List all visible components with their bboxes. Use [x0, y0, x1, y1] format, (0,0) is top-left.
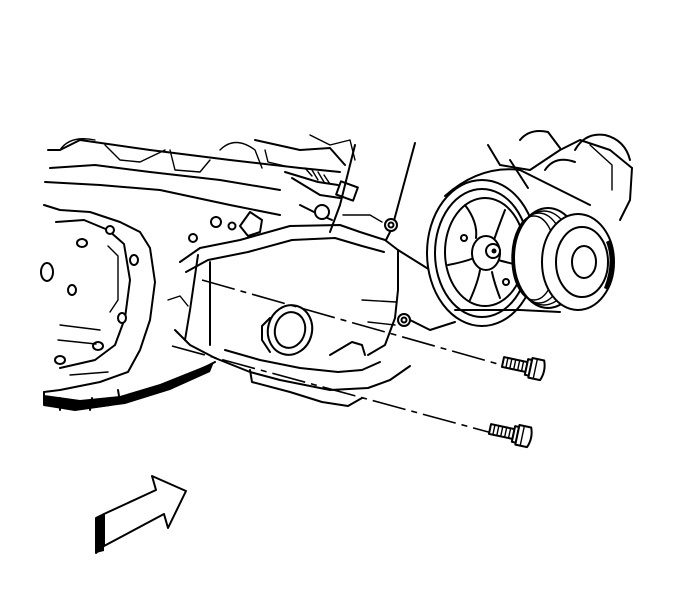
bolt-icon	[500, 356, 546, 382]
lower-alignment-line	[171, 345, 493, 434]
alignment-lines	[171, 279, 506, 434]
front-direction-arrow	[95, 475, 187, 554]
idler-pulley	[444, 130, 633, 313]
upper-alignment-line	[201, 279, 506, 367]
pulley-icon	[426, 179, 538, 327]
pulley-icon	[511, 207, 615, 311]
upper-bolt	[500, 356, 546, 382]
direction-arrow-icon	[95, 475, 187, 554]
crankshaft-pulley	[426, 179, 538, 327]
lower-bolt	[487, 423, 533, 449]
bracket-icon	[167, 142, 456, 407]
bolt-icon	[487, 423, 533, 449]
engine-block-icon	[40, 134, 359, 411]
